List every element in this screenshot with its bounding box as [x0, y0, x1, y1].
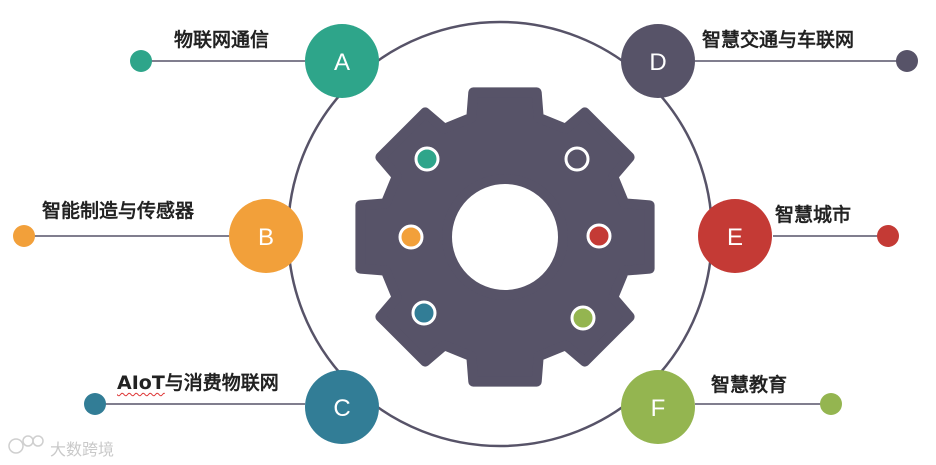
label-c-prefix: AIoT — [117, 372, 165, 394]
gear-hole-mid-right — [586, 223, 612, 249]
label-d: 智慧交通与车联网 — [702, 29, 855, 51]
node-a-letter: A — [334, 49, 350, 76]
end-dot-b — [13, 225, 35, 247]
node-f-circle — [621, 370, 695, 444]
end-dot-c — [84, 393, 106, 415]
node-f-letter: F — [651, 395, 666, 422]
node-d-letter: D — [649, 49, 666, 76]
node-e-letter: E — [727, 224, 743, 251]
node-c-circle — [305, 370, 379, 444]
end-dot-d — [896, 50, 918, 72]
node-e-circle — [698, 199, 772, 273]
end-dot-f — [820, 393, 842, 415]
node-a-circle — [305, 24, 379, 98]
gear-hole-top-right — [564, 146, 590, 172]
node-b-circle — [229, 199, 303, 273]
node-b: B — [229, 199, 303, 273]
gear-hole-bottom-left — [411, 300, 437, 326]
node-d: D — [621, 24, 695, 98]
node-c: C — [305, 370, 379, 444]
watermark-logo — [8, 435, 44, 454]
gear-hole-mid-left — [398, 224, 424, 250]
node-c-letter: C — [333, 395, 350, 422]
gear-hole-bottom-right — [570, 305, 596, 331]
label-c: AIoT与消费物联网 — [117, 368, 279, 395]
label-c-suffix: 与消费物联网 — [164, 372, 279, 394]
watermark-text: 大数跨境 — [50, 440, 115, 459]
node-d-circle — [621, 24, 695, 98]
node-e: E — [698, 199, 772, 273]
end-dot-a — [130, 50, 152, 72]
label-f: 智慧教育 — [711, 374, 788, 396]
node-a: A — [305, 24, 379, 98]
end-dot-e — [877, 225, 899, 247]
node-f: F — [621, 370, 695, 444]
gear-hole-top-left — [414, 146, 440, 172]
label-b: 智能制造与传感器 — [42, 200, 195, 222]
connector-lines — [24, 60, 907, 405]
label-e: 智慧城市 — [775, 204, 852, 226]
label-a: 物联网通信 — [174, 29, 270, 51]
node-b-letter: B — [258, 224, 274, 251]
